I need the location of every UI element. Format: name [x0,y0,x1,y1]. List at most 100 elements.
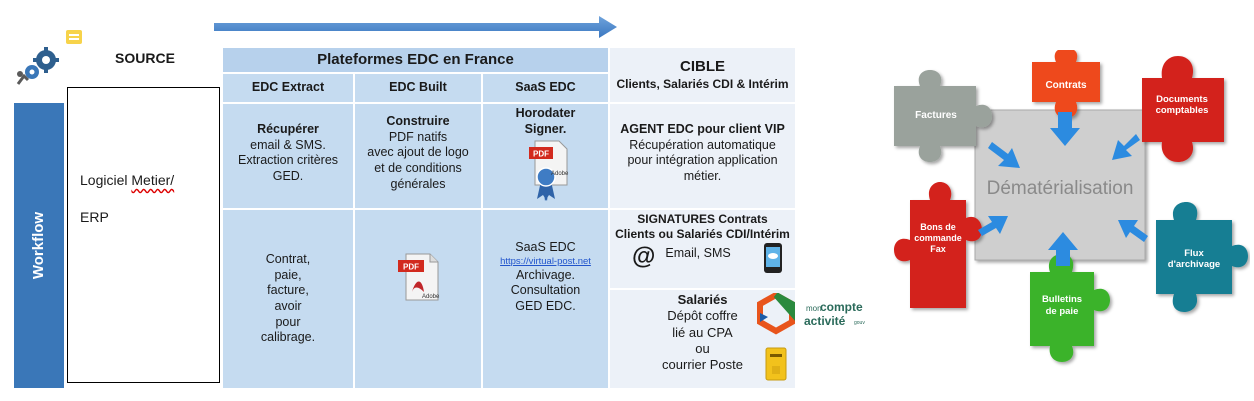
puzzle-piece-factures: Factures [894,70,992,162]
logo-text: gouv [854,320,865,326]
puzzle-piece-documents: Documents comptables [1142,56,1224,162]
cell-title: Récupérer [257,122,319,136]
cell-title: Horodater [515,106,576,120]
piece-label: commande [914,233,962,243]
cell-extract-recuperer: Récupérer email & SMS. Extraction critèr… [222,103,354,209]
cible-salaries: Salariés Dépôt coffre lié au CPA ou cour… [609,289,796,389]
source-line-1: Logiciel Metier/ [80,172,174,188]
puzzle-piece-contrats: Contrats [1032,50,1100,118]
cell-line: générales [390,176,446,191]
pdf-icon: PDF Adobe [398,253,440,301]
arrow-from-bons [978,216,1008,236]
cell-line: lié au CPA [672,324,733,340]
source-line1-wavy: Metier/ [131,172,175,188]
cell-line: courrier Poste [662,357,743,372]
cell-line: Contrat, [265,252,311,267]
cell-line: Consultation [510,283,581,298]
source-line1-text: Logiciel [80,172,132,188]
dematerialisation-puzzle: Dématérialisation Factures Contrats Docu… [894,50,1248,362]
cell-title: Signer. [524,121,567,136]
cible-header: CIBLE Clients, Salariés CDI & Intérim [609,47,796,103]
center-label: Dématérialisation [987,178,1134,199]
gears-icon [16,47,59,85]
cell-title: AGENT EDC pour client VIP [620,122,785,136]
pdf-tag-text: PDF [403,263,419,272]
cell-line: paie, [274,267,302,282]
piece-label: Factures [915,110,957,121]
cell-built-construire: Construire PDF natifs avec ajout de logo… [354,103,482,209]
cell-title: Clients ou Salariés CDI/Intérim [615,227,790,241]
piece-label: Flux [1184,248,1204,259]
cell-line: Extraction critères [237,153,339,168]
piece-label: Bons de [920,222,956,232]
source-box [67,87,220,383]
virtual-post-link[interactable]: https://virtual-post.net [500,255,591,267]
cell-extract-documents: Contrat, paie, facture, avoir pour calib… [222,209,354,389]
piece-label: Fax [930,244,946,254]
mon-compte-activite-logo: mon compte activité gouv [757,293,865,335]
column-header-saas: SaaS EDC [482,73,609,103]
cell-line: facture, [267,283,309,298]
cell-title: SaaS EDC [515,240,576,254]
puzzle-piece-bons: Bons de commande Fax [894,182,982,308]
cell-line: Dépôt coffre [667,308,738,324]
cell-line: Archivage. [515,267,576,282]
flow-arrow-right [214,16,617,38]
cell-saas-horodater: Horodater Signer. PDF Adobe [482,103,609,209]
pdf-brand-text: Adobe [551,171,569,177]
source-label: SOURCE [115,50,175,66]
inward-arrows [978,112,1148,266]
arrow-from-bulletins [1048,232,1078,266]
piece-label: Contrats [1045,80,1087,91]
logo-text: mon [806,304,822,313]
logo-text: compte [820,300,863,314]
cell-line: avoir [274,299,302,313]
cell-line: email & SMS. [250,137,326,152]
cell-title: Construire [386,114,450,128]
pdf-tag-text: PDF [533,150,549,159]
source-line-2: ERP [80,209,109,225]
cell-line: Email, SMS [665,246,731,261]
cell-line: GED EDC. [515,298,576,313]
piece-label: de paie [1046,306,1079,317]
cell-line: métier. [683,168,722,183]
platforms-title: Plateformes EDC en France [222,47,609,73]
cell-line: ou [695,340,710,356]
cell-line: calibrage. [260,330,316,345]
arrow-from-flux [1118,220,1148,242]
cell-line: avec ajout de logo [367,145,469,160]
arrow-from-contrats [1050,112,1080,146]
cell-line: et de conditions [374,160,462,175]
workflow-bar: Workflow [14,103,64,388]
cible-subtitle: Clients, Salariés CDI & Intérim [616,76,789,91]
cell-title: SIGNATURES Contrats [637,212,768,226]
cible-title: CIBLE [680,58,725,76]
piece-label: Bulletins [1042,294,1082,305]
at-icon: @ [632,243,656,270]
arrow-from-documents [1112,134,1140,160]
piece-label: comptables [1156,105,1209,116]
piece-label: Documents [1156,94,1208,105]
cell-built-pdf: PDF Adobe [354,209,482,389]
column-header-built: EDC Built [354,73,482,103]
pdf-signed-icon: PDF Adobe [528,140,569,202]
cell-line: GED. [272,168,304,183]
arrow-from-factures [988,142,1020,168]
comment-icon[interactable] [66,30,82,44]
column-header-extract: EDC Extract [222,73,354,103]
cell-line: pour [275,314,301,329]
puzzle-piece-flux: Flux d'archivage [1156,202,1248,312]
piece-label: d'archivage [1168,259,1220,270]
cible-signatures: SIGNATURES Contrats Clients ou Salariés … [609,209,796,289]
workflow-label: Workflow [30,211,48,280]
pdf-brand-text: Adobe [422,294,440,300]
cell-saas-archivage: SaaS EDC https://virtual-post.net Archiv… [482,209,609,389]
cell-line: PDF natifs [388,129,448,144]
puzzle-piece-bulletins: Bulletins de paie [1030,254,1110,362]
cell-line: Récupération automatique [629,137,776,152]
logo-text: activité [804,314,846,328]
mailbox-icon [765,347,787,381]
cell-line: pour intégration application [627,153,778,168]
smartphone-icon [764,243,782,273]
cible-agent-edc: AGENT EDC pour client VIP Récupération a… [609,103,796,209]
